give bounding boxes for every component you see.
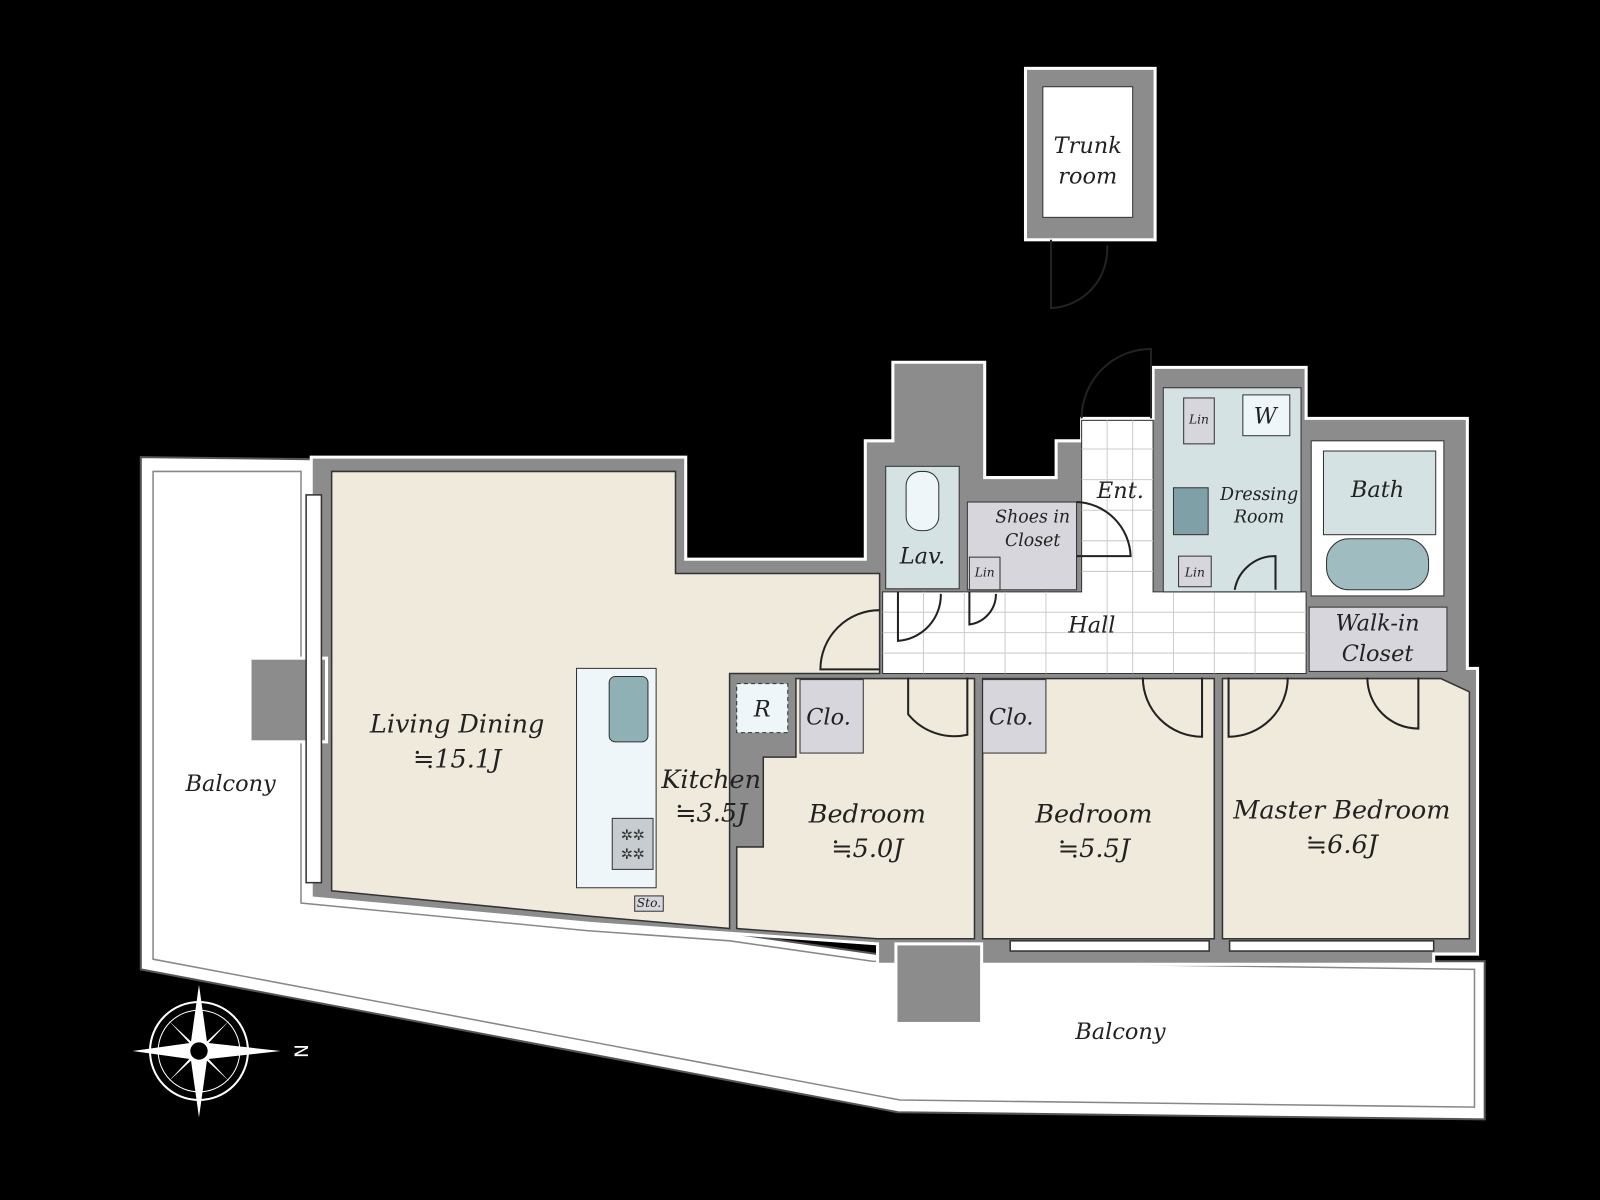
lin-label: Lin bbox=[1184, 566, 1205, 580]
bedroom-1-size: ≒5.0J bbox=[831, 834, 905, 864]
closet bbox=[799, 679, 864, 754]
doors bbox=[819, 501, 1420, 738]
walk-in-closet-label-2: Closet bbox=[1342, 641, 1415, 667]
master-bedroom-label: Master Bedroom bbox=[1232, 795, 1450, 825]
kitchen-label: Kitchen bbox=[660, 765, 761, 795]
entrance-door[interactable] bbox=[1080, 347, 1153, 419]
bedroom-1-label: Bedroom bbox=[808, 799, 926, 829]
toilet-icon bbox=[905, 470, 940, 532]
pillar bbox=[894, 942, 984, 1025]
linen-closet bbox=[968, 556, 1001, 591]
lin-label: Lin bbox=[974, 566, 995, 580]
storage bbox=[634, 895, 664, 912]
walk-in-closet-label-1: Walk-in bbox=[1336, 611, 1420, 637]
master-bedroom-size: ≒6.6J bbox=[1306, 830, 1380, 860]
living-dining-size: ≒15.1J bbox=[413, 744, 503, 774]
washer-label: W bbox=[1254, 403, 1279, 429]
refrigerator-space bbox=[736, 683, 789, 734]
washbasin-icon bbox=[1172, 487, 1209, 536]
stove-icon bbox=[611, 817, 654, 870]
balcony-left-label: Balcony bbox=[184, 771, 276, 797]
closet-label: Clo. bbox=[806, 704, 851, 730]
kitchen-size: ≒3.5J bbox=[675, 798, 749, 828]
dressing-room-label-1: Dressing bbox=[1219, 485, 1298, 505]
trunk-room-label-1: Trunk bbox=[1054, 133, 1122, 159]
bath-label: Bath bbox=[1350, 477, 1404, 503]
hall-label: Hall bbox=[1067, 613, 1115, 639]
linen-closet bbox=[1178, 555, 1212, 588]
north-label: N bbox=[292, 1044, 313, 1058]
bathtub-icon bbox=[1326, 538, 1430, 591]
master-bedroom bbox=[1221, 677, 1471, 940]
shoes-closet-label-1: Shoes in bbox=[995, 507, 1070, 527]
storage-label: Sto. bbox=[637, 896, 661, 910]
burner-icon: ✲✲ bbox=[621, 828, 645, 844]
shoes-closet-label-2: Closet bbox=[1005, 531, 1060, 551]
trunk-room-label-2: room bbox=[1058, 164, 1117, 190]
lin-label: Lin bbox=[1188, 412, 1209, 426]
sink-icon bbox=[608, 676, 649, 743]
trunk-room: Trunk room bbox=[1023, 66, 1157, 310]
linen-closet bbox=[1183, 397, 1215, 445]
closet-label: Clo. bbox=[989, 704, 1034, 730]
living-dining-label: Living Dining bbox=[369, 710, 544, 740]
windows bbox=[305, 494, 1435, 952]
bedroom-2-label: Bedroom bbox=[1034, 799, 1152, 829]
dressing-room-label-2: Room bbox=[1233, 507, 1284, 527]
walk-in-closet bbox=[1308, 606, 1448, 672]
bedroom-1 bbox=[735, 677, 976, 940]
refrigerator-label: R bbox=[753, 696, 771, 722]
closet bbox=[982, 679, 1047, 754]
compass-icon: N bbox=[132, 984, 313, 1118]
hall bbox=[882, 419, 1307, 674]
bedroom-2-size: ≒5.5J bbox=[1058, 834, 1132, 864]
balcony-bottom-label: Balcony bbox=[1074, 1019, 1166, 1045]
entrance-label: Ent. bbox=[1096, 478, 1144, 504]
lav-label: Lav. bbox=[899, 543, 945, 569]
burner-icon: ✲✲ bbox=[621, 847, 645, 863]
washer-space bbox=[1242, 394, 1291, 437]
